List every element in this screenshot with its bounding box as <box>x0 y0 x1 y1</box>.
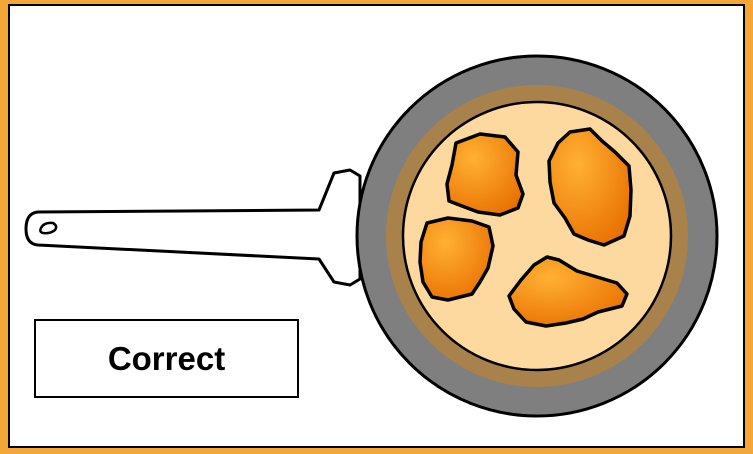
handle-hang-hole <box>40 223 56 233</box>
correct-label: Correct <box>108 340 225 378</box>
pan-handle <box>26 170 360 285</box>
food-piece-top-left <box>447 134 523 215</box>
correct-label-box: Correct <box>34 319 299 398</box>
